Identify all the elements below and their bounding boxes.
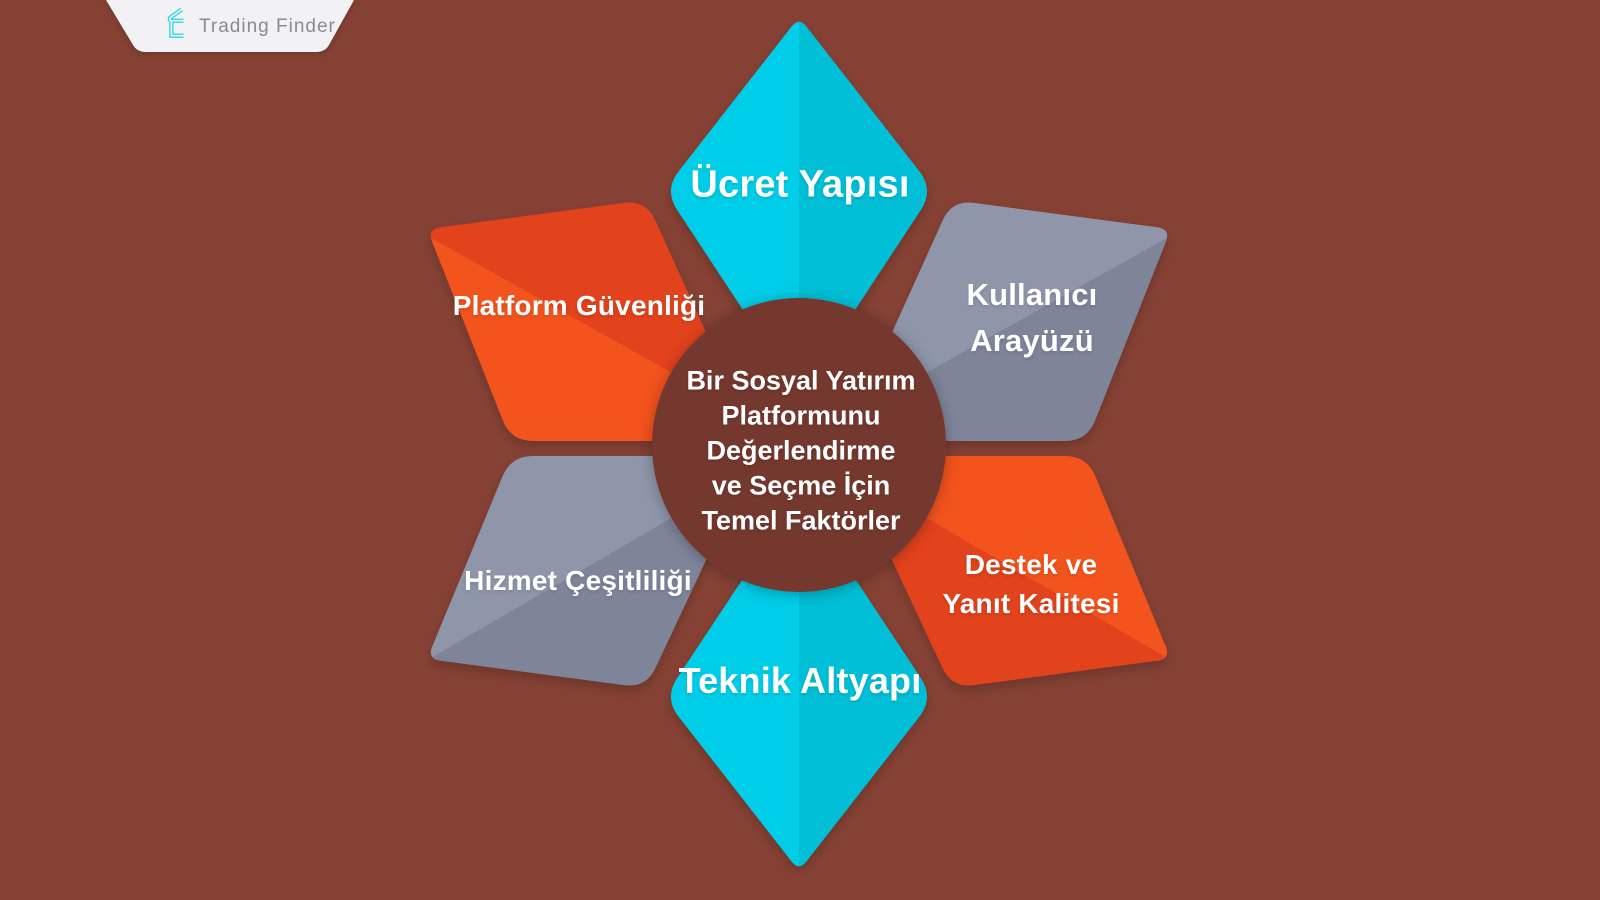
title-line: Bir Sosyal Yatırım <box>686 365 916 396</box>
petal-label-destek-yanit: Destek ve Yanıt Kalitesi <box>942 545 1119 623</box>
label-line: Destek ve <box>964 549 1098 580</box>
petal-teknik-altyapi <box>670 494 928 867</box>
title-line: Temel Faktörler <box>701 505 901 536</box>
petal-label-kullanici-arayuzu: Kullanıcı Arayüzü <box>967 272 1098 364</box>
logo-badge-shape <box>106 0 354 52</box>
title-line: ve Seçme İçin <box>711 470 891 501</box>
center-circle <box>652 298 946 592</box>
label-line: Arayüzü <box>970 323 1094 358</box>
brand-logo: Trading Finder <box>100 0 360 56</box>
petal-label-hizmet-cesitliligi: Hizmet Çeşitliliği <box>464 565 692 596</box>
petal-label-platform-guvenligi: Platform Güvenliği <box>452 290 706 321</box>
petal-label-teknik-altyapi: Teknik Altyapı <box>678 660 922 701</box>
title-line: Platformunu <box>721 400 881 431</box>
trading-finder-logo-icon <box>167 7 184 38</box>
petal-ucret-yapisi <box>670 21 928 395</box>
petal-label-ucret-yapisi: Ücret Yapısı <box>690 163 910 206</box>
title-line: Değerlendirme <box>706 435 896 466</box>
center-title: Bir Sosyal Yatırım Platformunu Değerlend… <box>686 364 915 539</box>
label-line: Yanıt Kalitesi <box>942 588 1120 619</box>
label-line: Kullanıcı <box>966 277 1098 312</box>
brand-name: Trading Finder <box>199 16 336 37</box>
